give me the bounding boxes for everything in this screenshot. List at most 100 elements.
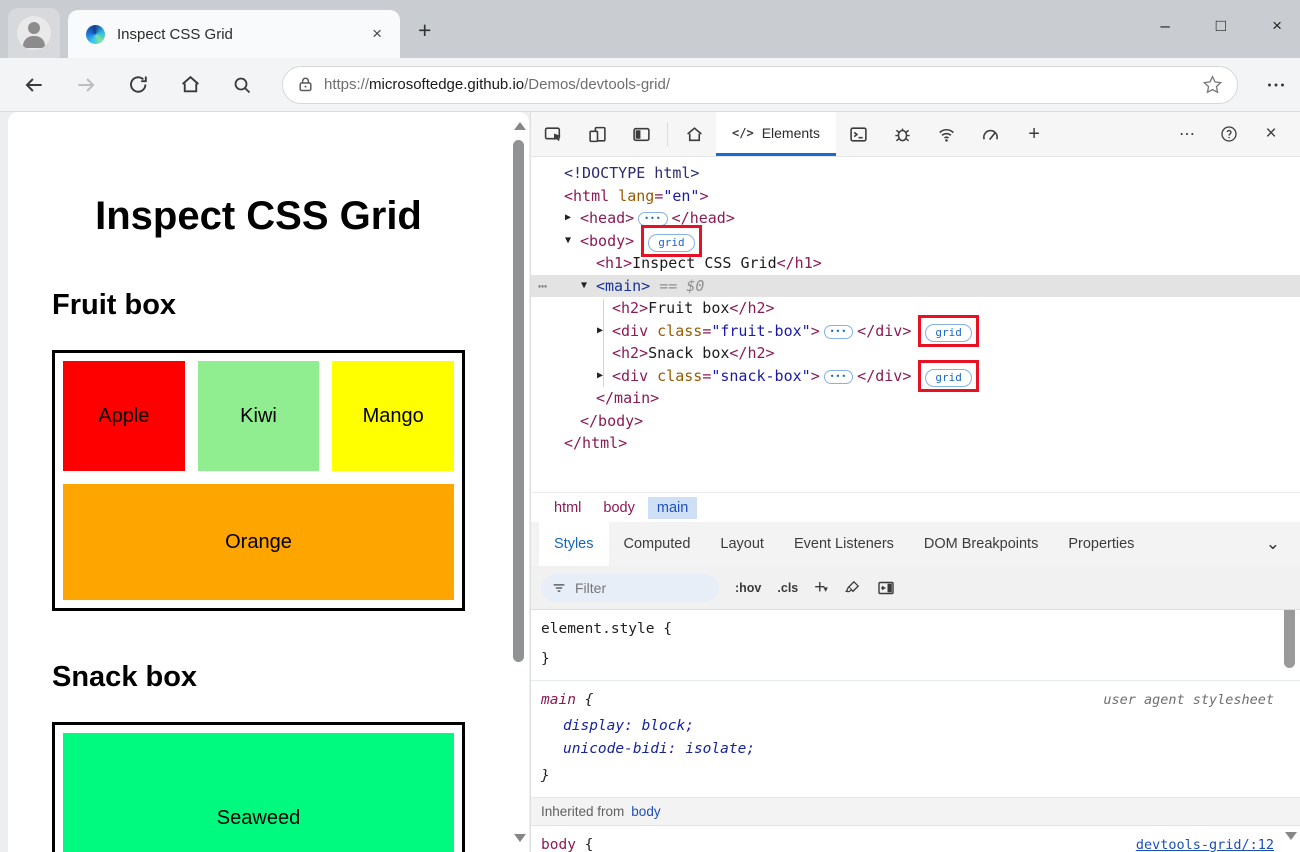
dom-tree-row[interactable]: </main> bbox=[531, 387, 1300, 410]
grid-badge[interactable]: grid bbox=[648, 233, 695, 252]
row-more-icon[interactable]: ⋯ bbox=[538, 276, 549, 295]
dom-tree-row[interactable]: ▶<head>•••</head> bbox=[531, 207, 1300, 230]
close-button[interactable]: × bbox=[1272, 16, 1282, 35]
tab-close-icon[interactable]: × bbox=[372, 24, 382, 43]
inspect-element-button[interactable] bbox=[531, 112, 575, 156]
home-button[interactable] bbox=[164, 65, 216, 105]
dom-tree-row[interactable]: ▶<div class="fruit-box">•••</div>grid bbox=[531, 314, 1300, 348]
expand-arrow-icon[interactable]: ▶ bbox=[565, 212, 572, 223]
network-button[interactable] bbox=[924, 112, 968, 156]
grid-badge[interactable]: grid bbox=[925, 323, 972, 342]
performance-button[interactable] bbox=[968, 112, 1012, 156]
devtools-help-button[interactable] bbox=[1210, 125, 1248, 143]
devtools-close-button[interactable]: × bbox=[1265, 123, 1277, 144]
code-token: </main> bbox=[596, 389, 660, 407]
toggle-class-button[interactable]: .cls bbox=[777, 580, 799, 595]
grid-cell-seaweed: Seaweed bbox=[63, 733, 454, 852]
browser-tab[interactable]: Inspect CSS Grid × bbox=[68, 10, 400, 58]
css-property[interactable]: unicode-bidi: isolate; bbox=[563, 741, 756, 757]
code-token: </h1> bbox=[776, 254, 822, 272]
dock-side-button[interactable] bbox=[619, 112, 663, 156]
collapse-arrow-icon[interactable]: ▼ bbox=[581, 279, 588, 291]
dom-tree-row[interactable]: <h2>Snack box</h2> bbox=[531, 342, 1300, 365]
dom-tree-row[interactable]: <h1>Inspect CSS Grid</h1> bbox=[531, 252, 1300, 275]
url-path: /Demos/devtools-grid/ bbox=[524, 76, 671, 93]
dom-tree-row[interactable]: <!DOCTYPE html> bbox=[531, 162, 1300, 185]
dom-tree-row[interactable]: ⋯▼<main> == $0 bbox=[531, 274, 1300, 297]
tab-event-listeners[interactable]: Event Listeners bbox=[793, 536, 894, 552]
scrollbar-thumb[interactable] bbox=[513, 140, 524, 662]
settings-menu-button[interactable] bbox=[1252, 74, 1300, 96]
breadcrumb-item-main[interactable]: main bbox=[647, 496, 698, 519]
breadcrumb-item-body[interactable]: body bbox=[603, 499, 635, 516]
page-scrollbar[interactable] bbox=[511, 114, 527, 850]
devtools-more-button[interactable]: ⋯ bbox=[1179, 126, 1195, 143]
scrollbar-thumb[interactable] bbox=[1284, 610, 1295, 668]
filter-input-wrap[interactable] bbox=[541, 573, 719, 602]
tab-properties[interactable]: Properties bbox=[1068, 536, 1135, 552]
dom-tree-row[interactable]: ▼<body>grid bbox=[531, 224, 1300, 258]
code-token: <h1> bbox=[596, 254, 633, 272]
toggle-hover-state-button[interactable]: :hov bbox=[735, 580, 762, 595]
url-bar[interactable]: https://microsoftedge.github.io/Demos/de… bbox=[282, 65, 1238, 104]
maximize-button[interactable]: □ bbox=[1215, 16, 1227, 35]
forward-button[interactable] bbox=[60, 65, 112, 105]
user-agent-rule[interactable]: main { user agent stylesheet display: bl… bbox=[531, 681, 1300, 798]
new-tab-button[interactable]: + bbox=[418, 17, 432, 43]
console-button[interactable] bbox=[836, 112, 880, 156]
code-token: <head> bbox=[580, 209, 635, 227]
search-button[interactable] bbox=[216, 65, 268, 105]
tab-computed[interactable]: Computed bbox=[623, 536, 691, 552]
selector: body bbox=[541, 837, 576, 852]
expand-arrow-icon[interactable]: ▶ bbox=[597, 324, 604, 336]
toggle-sidebar-button[interactable] bbox=[877, 579, 895, 597]
favorite-button[interactable] bbox=[1202, 74, 1223, 95]
new-style-rule-button[interactable]: +▾ bbox=[814, 576, 828, 598]
scroll-down-icon[interactable] bbox=[1285, 832, 1297, 840]
expand-ellipsis-icon[interactable]: ••• bbox=[823, 324, 854, 339]
refresh-button[interactable] bbox=[112, 65, 164, 105]
element-style-rule[interactable]: element.style { } bbox=[531, 610, 1300, 681]
breadcrumb-item-html[interactable]: html bbox=[554, 499, 582, 516]
profile-button[interactable] bbox=[8, 8, 60, 58]
dom-tree-row[interactable]: </body> bbox=[531, 410, 1300, 433]
grid-cell-mango: Mango bbox=[332, 361, 454, 471]
device-emulation-button[interactable] bbox=[575, 112, 619, 156]
dom-tree-row[interactable]: ▶<div class="snack-box">•••</div>grid bbox=[531, 359, 1300, 393]
scroll-down-icon[interactable] bbox=[514, 834, 526, 842]
debugger-button[interactable] bbox=[880, 112, 924, 156]
collapse-arrow-icon[interactable]: ▼ bbox=[565, 234, 572, 246]
scroll-up-icon[interactable] bbox=[514, 122, 526, 130]
avatar bbox=[17, 16, 51, 50]
chevron-down-icon[interactable]: ⌄ bbox=[1265, 534, 1280, 553]
dom-tree-row[interactable]: <h2>Fruit box</h2> bbox=[531, 297, 1300, 320]
dom-tree-row[interactable]: </html> bbox=[531, 432, 1300, 455]
star-icon bbox=[1202, 75, 1223, 94]
inherited-node-link[interactable]: body bbox=[631, 804, 661, 819]
tab-elements[interactable]: </> Elements bbox=[716, 112, 837, 156]
filter-input[interactable] bbox=[575, 579, 695, 596]
code-token: == bbox=[650, 276, 687, 295]
css-property[interactable]: display: block; bbox=[563, 718, 694, 734]
body-rule[interactable]: body { devtools-grid/:12 margin: ▶2em; bbox=[531, 826, 1300, 852]
expand-arrow-icon[interactable]: ▶ bbox=[597, 369, 604, 381]
expand-ellipsis-icon[interactable]: ••• bbox=[823, 369, 854, 384]
back-button[interactable] bbox=[8, 65, 60, 105]
devtools-home-button[interactable] bbox=[672, 112, 716, 156]
url-protocol: https:// bbox=[324, 76, 370, 93]
tab-styles[interactable]: Styles bbox=[539, 522, 609, 566]
minimize-button[interactable]: – bbox=[1160, 16, 1170, 35]
stylesheet-source-link[interactable]: devtools-grid/:12 bbox=[1135, 837, 1274, 852]
code-token: "snack-box" bbox=[711, 366, 811, 385]
format-brush-button[interactable] bbox=[844, 579, 861, 596]
dom-tree-row[interactable]: <html lang="en"> bbox=[531, 185, 1300, 208]
css-properties: display: block; unicode-bidi: isolate; bbox=[541, 715, 1274, 761]
forward-arrow-icon bbox=[78, 77, 95, 92]
add-tools-button[interactable]: + bbox=[1028, 122, 1040, 145]
styles-scrollbar[interactable] bbox=[1282, 610, 1298, 848]
tab-dom-breakpoints[interactable]: DOM Breakpoints bbox=[923, 536, 1039, 552]
styles-filter-bar: :hov .cls +▾ bbox=[531, 566, 1300, 610]
tab-layout[interactable]: Layout bbox=[720, 536, 764, 552]
grid-badge[interactable]: grid bbox=[925, 368, 972, 387]
